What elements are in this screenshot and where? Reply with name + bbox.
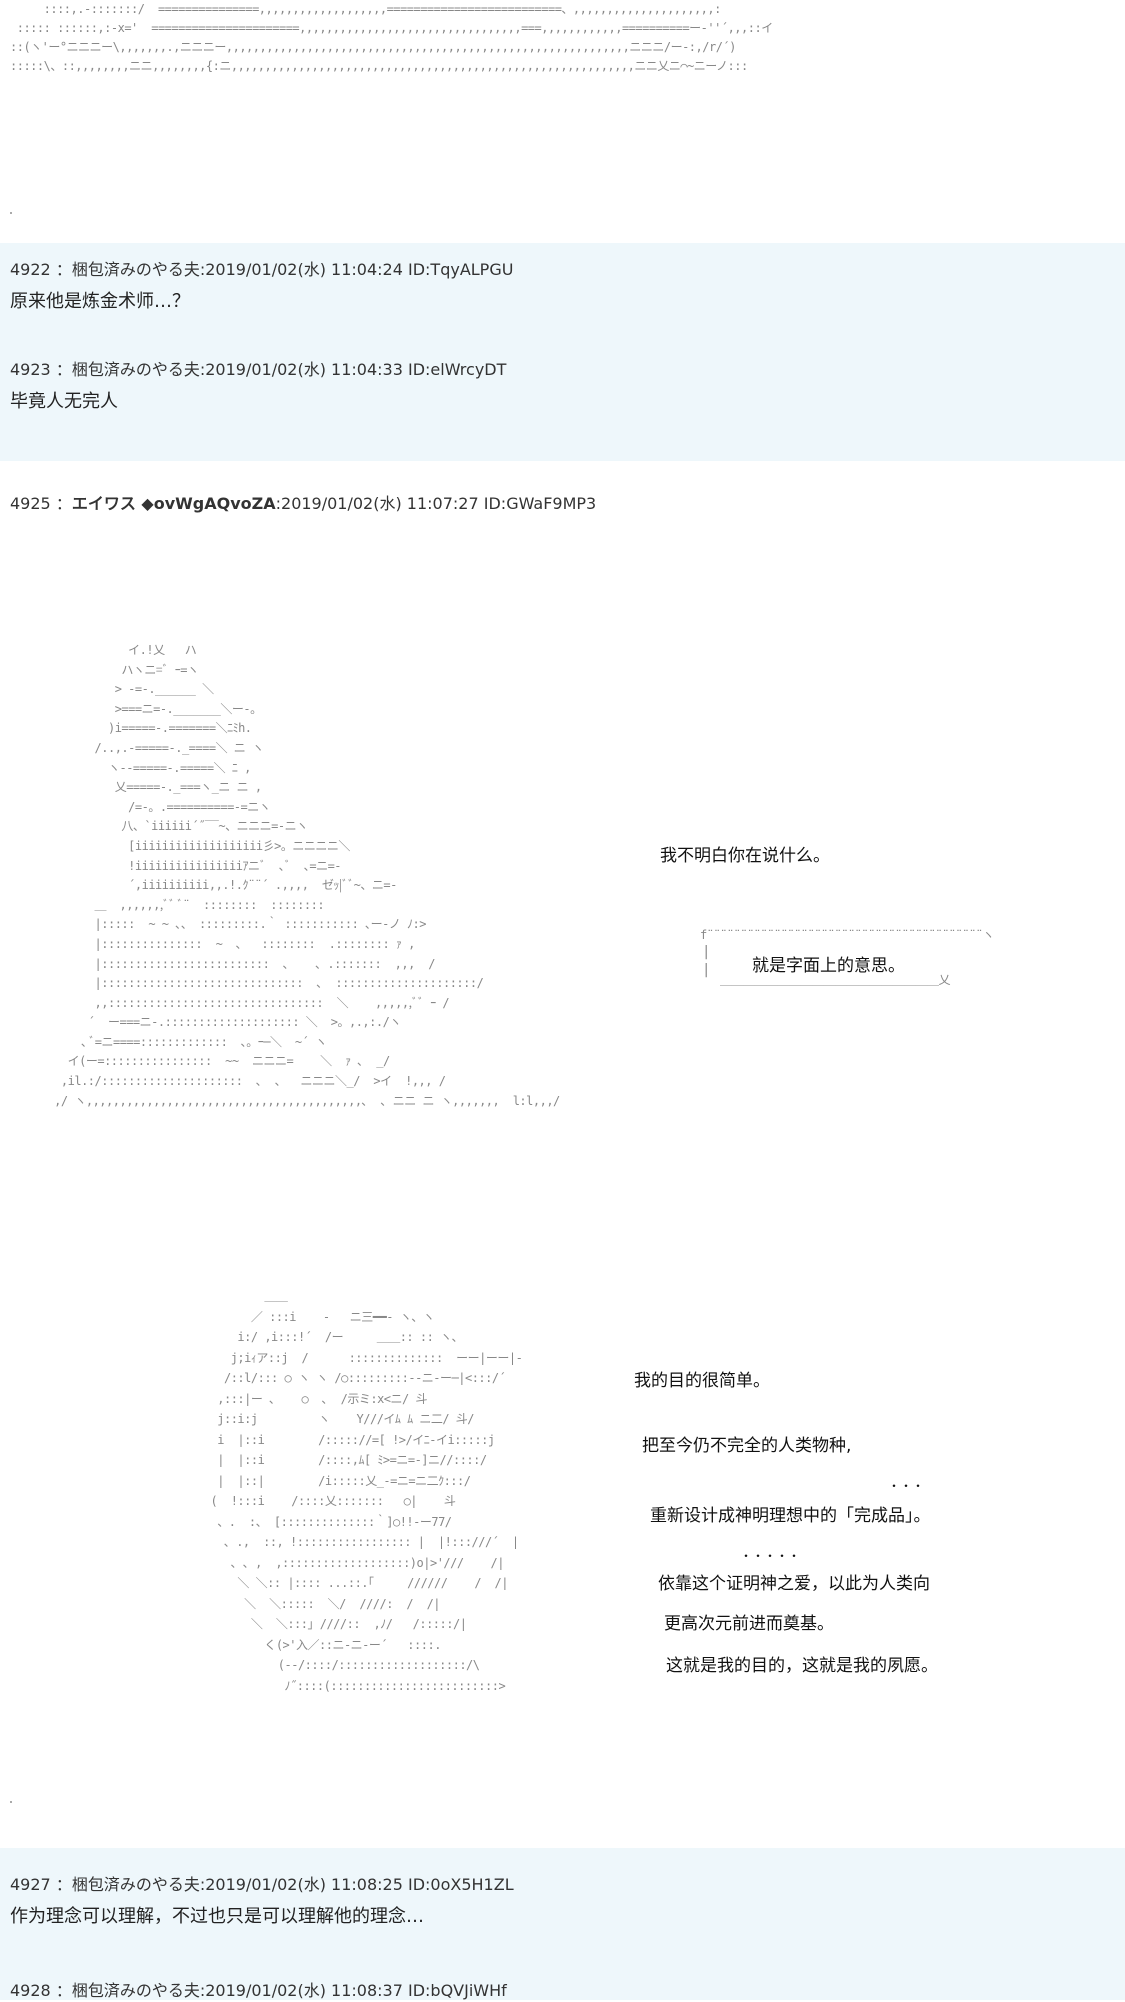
ascii-art-figure-2: ＿＿ ／ :::i - ニ三━━- ヽ、ヽ i:/ ,i:::!´ /ー ＿＿:…	[210, 1289, 523, 1693]
post-body: 毕竟人无完人	[10, 391, 118, 412]
speech-bubble-side: ||	[702, 944, 710, 978]
emphasis-dots: ・・・・・	[740, 1549, 801, 1563]
post-timestamp: 2019/01/02(水) 11:08:37	[205, 1981, 403, 2000]
dialogue-line: 重新设计成神明理想中的「完成品」。	[650, 1506, 931, 1526]
dialogue-line: 我的目的很简单。	[634, 1371, 770, 1391]
post-4925: 4925 ：エイワス ◆ovWgAQvoZA:2019/01/02(水) 11:…	[10, 493, 1110, 515]
top-ascii-art: ::::,.-:::::::/ ===============,,,,,,,,,…	[10, 2, 773, 73]
dialogue-line: 更高次元前进而奠基。	[664, 1614, 834, 1634]
post-4923: 4923 ：梱包済みのやる夫:2019/01/02(水) 11:04:33 ID…	[10, 359, 1110, 415]
top-art-area: ::::,.-:::::::/ ===============,,,,,,,,,…	[0, 0, 1125, 240]
post-body: 作为理念可以理解，不过也只是可以理解他的理念…	[10, 1906, 424, 1927]
post-header: 4923 ：梱包済みのやる夫:2019/01/02(水) 11:04:33 ID…	[10, 360, 507, 379]
post-header: 4927 ：梱包済みのやる夫:2019/01/02(水) 11:08:25 ID…	[10, 1875, 514, 1894]
post-4928: 4928 ：梱包済みのやる夫:2019/01/02(水) 11:08:37 ID…	[10, 1980, 1110, 2002]
dialogue-line: 依靠这个证明神之爱，以此为人类向	[658, 1574, 930, 1594]
post-id[interactable]: ID:elWrcyDT	[407, 360, 507, 379]
post-timestamp: 2019/01/02(水) 11:08:25	[205, 1875, 403, 1894]
post-timestamp: 2019/01/02(水) 11:04:33	[205, 360, 403, 379]
post-header: 4928 ：梱包済みのやる夫:2019/01/02(水) 11:08:37 ID…	[10, 1981, 507, 2000]
speech-bubble-bottom: ＿＿＿＿＿＿＿＿＿＿＿＿＿＿＿＿＿＿＿乂	[720, 973, 951, 987]
post-author[interactable]: 梱包済みのやる夫	[71, 1875, 200, 1894]
post-timestamp: 2019/01/02(水) 11:04:24	[205, 260, 403, 279]
post-4922: 4922 ：梱包済みのやる夫:2019/01/02(水) 11:04:24 ID…	[10, 259, 1110, 315]
post-number: 4925	[10, 494, 51, 513]
post-id[interactable]: ID:0oX5H1ZL	[407, 1875, 514, 1894]
post-author[interactable]: 梱包済みのやる夫	[71, 360, 200, 379]
post-4927: 4927 ：梱包済みのやる夫:2019/01/02(水) 11:08:25 ID…	[10, 1874, 1110, 1930]
post-block-4925: 4925 ：エイワス ◆ovWgAQvoZA:2019/01/02(水) 11:…	[0, 461, 1125, 1848]
post-number: 4928	[10, 1981, 51, 2000]
post-number: 4923	[10, 360, 51, 379]
dialogue-line: 把至今仍不完全的人类物种,	[642, 1436, 852, 1456]
dialogue-line: 我不明白你在说什么。	[660, 846, 830, 866]
ascii-art-figure-1: イ.!乂 ハ ハヽニ=ﾞ ｰ=ヽ > -=-.______ ＼ >===ニ=-.…	[54, 643, 560, 1108]
post-header: 4922 ：梱包済みのやる夫:2019/01/02(水) 11:04:24 ID…	[10, 260, 514, 279]
post-author[interactable]: 梱包済みのやる夫	[71, 260, 200, 279]
emphasis-dots: ・・・	[888, 1479, 925, 1493]
post-header: 4925 ：エイワス ◆ovWgAQvoZA:2019/01/02(水) 11:…	[10, 494, 597, 513]
post-number: 4922	[10, 260, 51, 279]
post-number: 4927	[10, 1875, 51, 1894]
post-timestamp: 2019/01/02(水) 11:07:27	[281, 494, 479, 513]
edge-mark	[10, 212, 12, 214]
post-author[interactable]: エイワス ◆ovWgAQvoZA	[71, 494, 276, 513]
post-id[interactable]: ID:bQVJiWHf	[407, 1981, 507, 2000]
post-id[interactable]: ID:GWaF9MP3	[483, 494, 597, 513]
post-band-2: 4927 ：梱包済みのやる夫:2019/01/02(水) 11:08:25 ID…	[0, 1848, 1125, 2000]
post-author[interactable]: 梱包済みのやる夫	[71, 1981, 200, 2000]
post-band-1: 4922 ：梱包済みのやる夫:2019/01/02(水) 11:04:24 ID…	[0, 243, 1125, 461]
speech-bubble-top: f¨¨¨¨¨¨¨¨¨¨¨¨¨¨¨¨¨¨¨¨¨¨¨¨¨¨¨¨¨¨¨¨¨¨¨¨¨¨¨…	[700, 928, 994, 942]
post-body: 原来他是炼金术师…？	[10, 291, 190, 312]
edge-mark	[10, 1801, 12, 1803]
dialogue-line: 就是字面上的意思。	[752, 956, 905, 976]
post-id[interactable]: ID:TqyALPGU	[407, 260, 514, 279]
dialogue-line: 这就是我的目的，这就是我的夙愿。	[666, 1656, 938, 1676]
